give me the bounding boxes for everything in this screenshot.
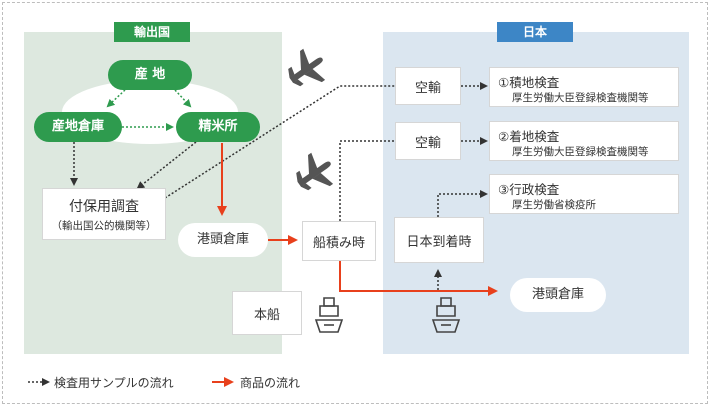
arrow-inspection-to-air1 — [164, 85, 395, 199]
inspection-2-sub: 厚生労働大臣登録検査機関等 — [512, 146, 649, 158]
export-country-label: 輸出国 — [114, 22, 190, 42]
arrow-loading-to-air2 — [339, 140, 395, 221]
inspection-box-1: ①積地検査 厚生労働大臣登録検査機関等 — [489, 67, 679, 107]
insurance-survey-sub: （輸出国公的機関等） — [51, 219, 157, 232]
arrow-mill-to-inspection — [136, 141, 197, 190]
production-area-node: 産 地 — [108, 60, 192, 90]
ship-icon — [431, 297, 461, 333]
air-transport-box-2: 空輸 — [395, 122, 461, 160]
air-transport-box-1: 空輸 — [395, 67, 461, 105]
airplane-icon — [296, 152, 334, 191]
inspection-3-title: ③行政検査 — [498, 182, 560, 197]
inspection-box-3: ③行政検査 厚生労働省検疫所 — [489, 174, 679, 214]
diagram-frame — [2, 2, 708, 404]
legend-product-flow: 商品の流れ — [240, 376, 301, 390]
production-warehouse-node: 産地倉庫 — [34, 112, 122, 142]
inspection-2-title: ②着地検査 — [498, 129, 560, 144]
inspection-1-title: ①積地検査 — [498, 75, 560, 90]
japan-port-warehouse-node: 港頭倉庫 — [510, 278, 606, 312]
inspection-box-2: ②着地検査 厚生労働大臣登録検査機関等 — [489, 121, 679, 161]
japan-label: 日本 — [497, 22, 573, 42]
inspection-3-sub: 厚生労働省検疫所 — [512, 199, 596, 211]
legend-sample-flow: 検査用サンプルの流れ — [54, 376, 174, 390]
main-ship-box: 本船 — [232, 291, 302, 335]
loading-box: 船積み時 — [302, 221, 376, 261]
insurance-survey-box: 付保用調査 （輸出国公的機関等） — [42, 188, 166, 240]
airplane-icon — [288, 48, 326, 87]
rice-mill-node: 精米所 — [176, 112, 260, 142]
arrow-loading-to-japan-port — [339, 261, 498, 296]
export-port-warehouse-node: 港頭倉庫 — [178, 223, 268, 257]
ship-icon — [314, 297, 344, 333]
inspection-1-sub: 厚生労働大臣登録検査機関等 — [512, 92, 649, 104]
arrival-box: 日本到着時 — [394, 217, 484, 263]
insurance-survey-title: 付保用調査 — [69, 198, 139, 215]
